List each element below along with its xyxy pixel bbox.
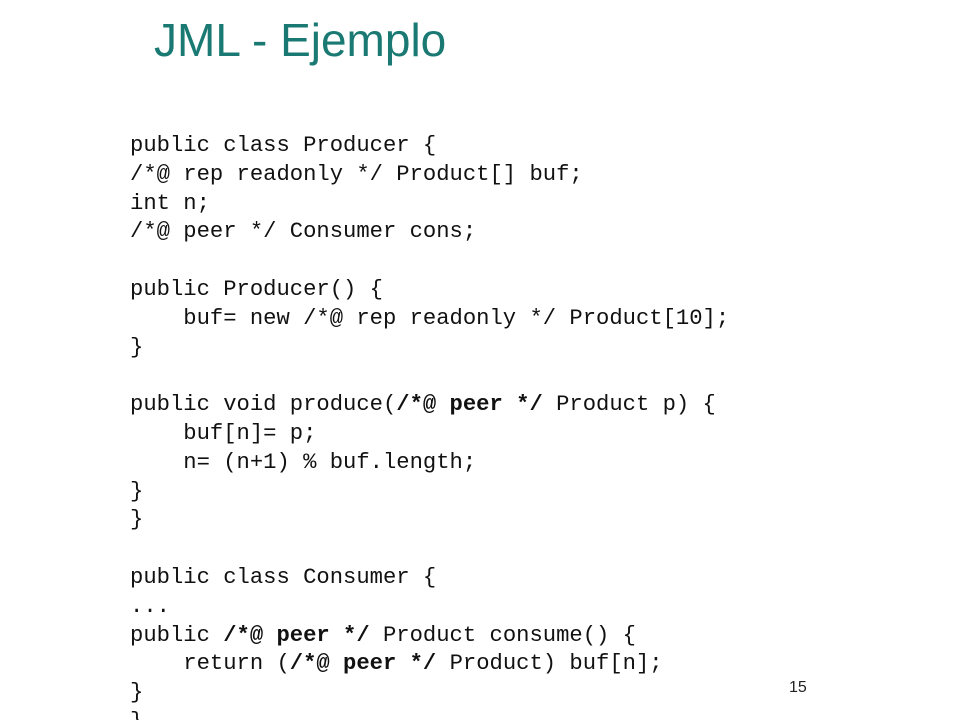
- code-text: }: [130, 680, 144, 706]
- code-text: public class Consumer {: [130, 564, 437, 590]
- code-line: }: [130, 506, 729, 535]
- code-line: buf= new /*@ rep readonly */ Product[10]…: [130, 305, 729, 334]
- code-text: Product consume() {: [369, 622, 636, 648]
- code-text: }: [130, 709, 143, 720]
- code-line: public Producer() {: [130, 276, 729, 305]
- code-line: n= (n+1) % buf.length;: [130, 449, 729, 478]
- code-line: /*@ peer */ Consumer cons;: [130, 218, 729, 247]
- code-text: n= (n+1) % buf.length;: [130, 449, 477, 475]
- code-text: buf[n]= p;: [130, 420, 317, 446]
- code-text: public void produce(: [130, 392, 397, 418]
- code-text: /*@ peer */ Consumer cons;: [130, 219, 477, 245]
- code-annotation: /*@ peer */: [289, 651, 437, 677]
- code-line: public void produce(/*@ peer */ Product …: [130, 391, 729, 420]
- code-text: }: [130, 507, 144, 533]
- code-annotation: /*@ peer */: [223, 622, 370, 648]
- code-text: buf= new /*@ rep readonly */ Product[10]…: [130, 305, 730, 331]
- code-line: buf[n]= p;: [130, 420, 729, 449]
- code-line: [130, 247, 729, 276]
- code-text: }: [130, 478, 144, 504]
- code-line: public class Consumer {: [130, 564, 729, 593]
- code-text: int n;: [130, 190, 210, 216]
- code-line: int n;: [130, 190, 729, 219]
- code-text: public: [130, 622, 224, 648]
- code-text: public class Producer {: [130, 133, 437, 158]
- code-text: /*@ rep readonly */ Product[] buf;: [130, 161, 583, 187]
- page-number: 15: [789, 679, 807, 696]
- code-line: }: [130, 334, 729, 363]
- slide-title: JML - Ejemplo: [154, 14, 447, 66]
- code-block: public class Producer { /*@ rep readonly …: [130, 132, 729, 720]
- code-line: [130, 362, 729, 391]
- code-line: /*@ rep readonly */ Product[] buf;: [130, 161, 729, 190]
- code-line: ...: [130, 593, 729, 622]
- code-text: }: [130, 334, 144, 360]
- code-line: [130, 535, 729, 564]
- code-line: public /*@ peer */ Product consume() {: [130, 622, 729, 651]
- code-text: Product) buf[n];: [436, 651, 663, 677]
- code-line: return (/*@ peer */ Product) buf[n];: [130, 650, 729, 679]
- code-line: public class Producer {: [130, 132, 729, 161]
- code-text: return (: [130, 651, 290, 677]
- code-line: }: [130, 478, 729, 507]
- code-text: public Producer() {: [130, 276, 383, 302]
- code-text: Product p) {: [542, 392, 716, 418]
- code-text: ...: [130, 593, 170, 619]
- code-annotation: /*@ peer */: [396, 392, 543, 418]
- code-line: }: [130, 708, 729, 720]
- code-line: }: [130, 679, 729, 708]
